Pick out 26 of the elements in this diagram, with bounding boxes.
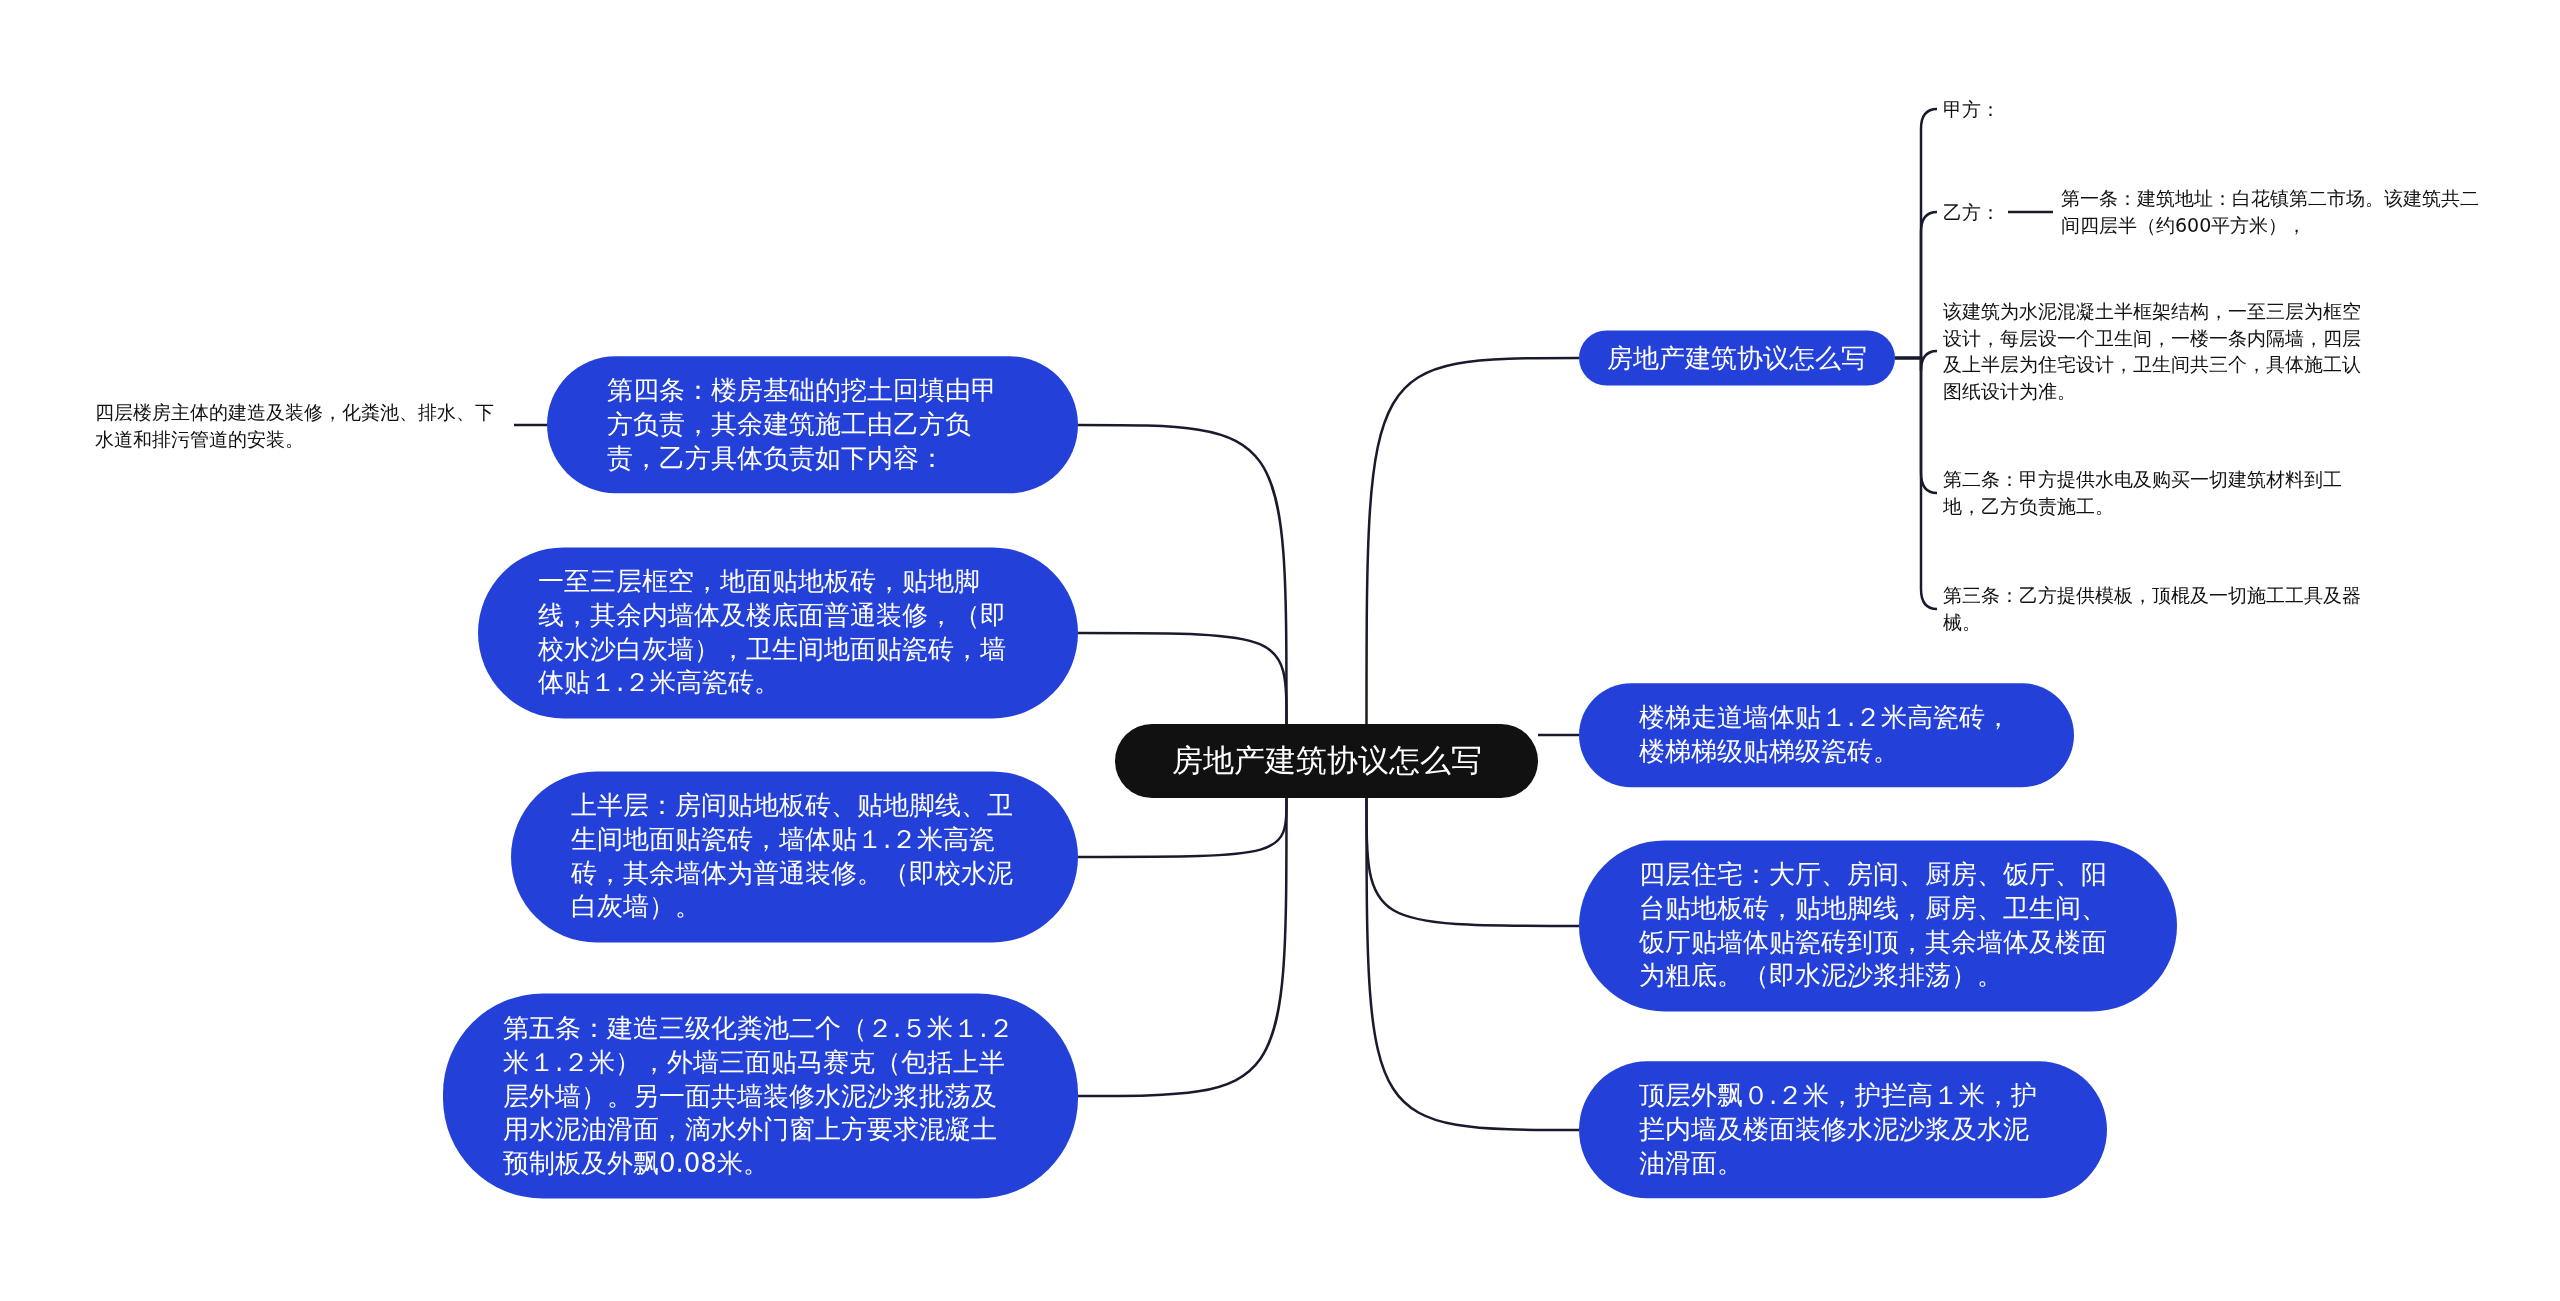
topic-text: 顶层外飘０.２米，护拦高１米，护拦内墙及楼面装修水泥沙浆及水泥油滑面。 [1639,1079,2039,1180]
leaf-text: 第一条：建筑地址：白花镇第二市场。该建筑共二间四层半（约600平方米）， [2061,185,2491,239]
topic-text: 四层住宅：大厅、房间、厨房、饭厅、阳台贴地板砖，贴地脚线，厨房、卫生间、饭厅贴墙体贴瓷砖到顶，其余墙体及楼面为粗底。（即水泥沙浆排荡）。 [1639,858,2108,993]
connector-line [1365,798,1579,1132]
leaf-text: 甲方： [1943,95,2000,123]
leaf-text: 乙方： [1943,198,2000,226]
topic-text: 楼梯走道墙体贴１.２米高瓷砖，楼梯梯级贴梯级瓷砖。 [1639,701,2013,768]
leaf-text: 四层楼房主体的建造及装修，化粪池、排水、下水道和排污管道的安装。 [95,399,510,453]
leaf-text: 该建筑为水泥混凝土半框架结构，一至三层为框空设计，每层设一个卫生间，一楼一条内隔墙，四层及上半层为住宅设计，卫生间共三个，具体施工认图纸设计为准。 [1943,297,2363,405]
topic-text: 房地产建筑协议怎么写 [1171,742,1482,778]
topic-text: 一至三层框空，地面贴地板砖，贴地脚线，其余内墙体及楼底面普通装修，（即校水沙白灰墙），卫生间地面贴瓷砖，墙体贴１.２米高瓷砖。 [538,565,1007,700]
connector-line [1365,356,1579,724]
leaf-text: 第三条：乙方提供模板，顶棍及一切施工工具及器械。 [1943,582,2363,636]
topic-text: 第五条：建造三级化粪池二个（２.５米１.２米１.２米），外墙三面贴马赛克（包括上半层外墙）。另一面共墙装修水泥沙浆批荡及用水泥油滑面，滴水外门窗上方要求混凝土预制板及外飘0.08米。 [503,1011,1015,1180]
connector-line [2008,210,2053,214]
connector-line [514,423,547,427]
topic-text: 第四条：楼房基础的挖土回填由甲方负责，其余建筑施工由乙方负责，乙方具体负责如下内容： [607,374,998,475]
branch-topic [1579,330,1895,386]
connector-line [1895,356,1938,611]
connector-line [1538,733,1579,737]
central-topic [1115,724,1538,798]
connector-line [1078,798,1288,1098]
topic-text: 房地产建筑协议怎么写 [1607,342,1867,373]
connector-line [1078,631,1288,724]
leaf-text: 第二条：甲方提供水电及购买一切建筑材料到工地，乙方负责施工。 [1943,466,2363,520]
topic-text: 上半层：房间贴地板砖、贴地脚线、卫生间地面贴瓷砖，墙体贴１.２米高瓷砖，其余墙体为普通装修。（即校水泥白灰墙）。 [571,789,1014,924]
